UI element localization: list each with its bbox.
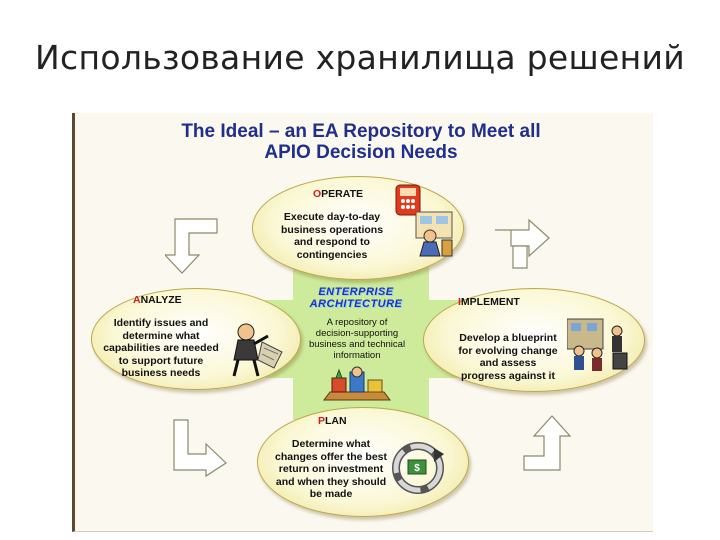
analyze-ellipse [91,288,301,390]
ea-desc-line: A repository of [326,317,388,328]
diagram-title-line-2: APIO Decision Needs [264,142,458,163]
phone-icon [395,184,421,216]
analyze-desc-line: business needs [121,367,201,379]
implement-desc-line: Develop a blueprint [459,332,557,344]
plan-desc-line: return on investment [278,463,384,475]
svg-text:$: $ [414,463,420,474]
implement-ellipse [423,288,645,392]
implement-description: Develop a blueprint for evolving change … [446,332,570,382]
operate-initial: O [313,188,322,200]
analyze-desc-line: Identify issues and [113,317,209,329]
plan-desc-line: Determine what [291,438,371,450]
ea-desc-line: decision-supporting [315,328,399,339]
arrow-left-right [173,419,227,478]
operate-desc-line: business operations [280,223,384,236]
implement-initial: I [458,296,461,308]
building-blocks-icon [323,366,391,401]
plan-desc-line: be made [309,488,353,500]
plan-ellipse [257,407,469,517]
ea-desc-line: information [333,350,381,361]
diagram-title-line-1: The Ideal – an EA Repository to Meet all [181,121,541,142]
analyze-desc-line: determine what [122,329,200,342]
thinking-person-icon [232,323,283,377]
plan-rest: LAN [325,415,347,427]
ea-title-line-1: ENTERPRISE [318,286,394,298]
arrow-down-left [165,218,218,274]
analyze-rest: NALYZE [140,294,182,306]
implement-title: IMPLEMENT [458,296,520,308]
plan-description: Determine what changes offer the best re… [261,438,401,501]
people-group-icon [567,318,628,371]
office-worker-icon [415,211,453,257]
implement-desc-line: for evolving change [458,344,558,357]
operate-title: OPERATE [313,188,363,200]
analyze-title: ANALYZE [133,294,182,306]
plan-desc-line: changes offer the best [274,450,388,463]
operate-description: Execute day-to-day business operations a… [268,211,396,261]
enterprise-architecture-title: ENTERPRISE ARCHITECTURE [296,286,416,310]
enterprise-architecture-description: A repository of decision-supporting busi… [293,317,421,361]
plan-desc-line: and when they should [275,475,387,488]
operate-rest: PERATE [321,188,363,200]
implement-desc-line: progress against it [461,369,555,382]
operate-desc-line: and respond to [294,236,370,248]
circular-arrow-icon: $ [392,442,444,494]
analyze-initial: A [133,294,141,306]
arrow-right-down [495,218,550,269]
operate-desc-line: Execute day-to-day [283,211,381,223]
arrow-up-right [523,415,572,471]
implement-desc-line: and assess [479,357,537,369]
plan-initial: P [318,415,326,427]
analyze-desc-line: capabilities are needed [103,342,219,354]
ea-title-line-2: ARCHITECTURE [309,298,403,310]
diagram-title: The Ideal – an EA Repository to Meet all… [72,121,650,163]
analyze-desc-line: to support future [118,354,204,367]
plan-title: PLAN [318,415,347,427]
implement-rest: MPLEMENT [460,296,520,308]
slide-title: Использование хранилища решений [35,38,685,77]
operate-desc-line: contingencies [296,248,368,261]
ea-desc-line: business and technical [308,339,406,350]
analyze-description: Identify issues and determine what capab… [94,317,228,380]
